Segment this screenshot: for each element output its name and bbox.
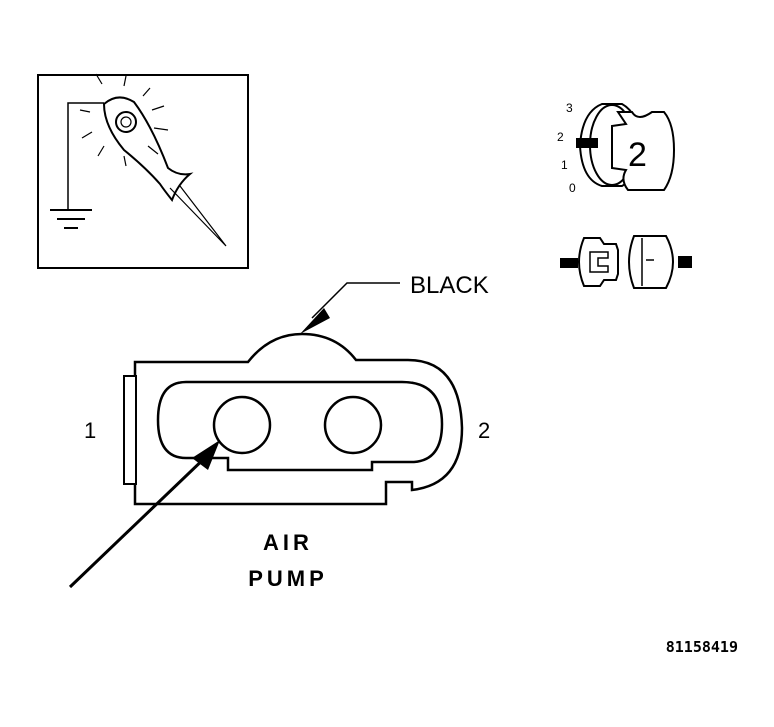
probe-arrowhead <box>192 440 220 470</box>
wire-color-arrowhead <box>300 308 330 334</box>
key-number: 2 <box>628 136 647 174</box>
pin-1-cavity <box>212 395 272 455</box>
connector-icon <box>560 235 692 289</box>
air-pump-connector <box>123 332 464 506</box>
key-position-1: 1 <box>561 158 568 172</box>
component-name-line1: AIR <box>263 530 313 555</box>
ground-symbol-icon <box>50 102 104 229</box>
key-position-2: 2 <box>557 130 564 144</box>
wire-color-leader <box>311 282 400 319</box>
component-name-line2: PUMP <box>248 566 328 591</box>
test-light-probe-icon <box>79 73 227 247</box>
wire-color-label: BLACK <box>410 272 489 299</box>
ignition-switch-key-icon: 2 3 2 1 0 <box>557 101 676 195</box>
probe-line <box>68 451 212 589</box>
key-position-0: 0 <box>569 181 576 195</box>
pin-2-cavity <box>323 395 383 455</box>
figure-id: 81158419 <box>666 638 738 656</box>
test-light-inset <box>37 73 249 269</box>
key-position-3: 3 <box>566 101 573 115</box>
pin-2-label: 2 <box>478 418 490 443</box>
pin-1-label: 1 <box>84 418 96 443</box>
